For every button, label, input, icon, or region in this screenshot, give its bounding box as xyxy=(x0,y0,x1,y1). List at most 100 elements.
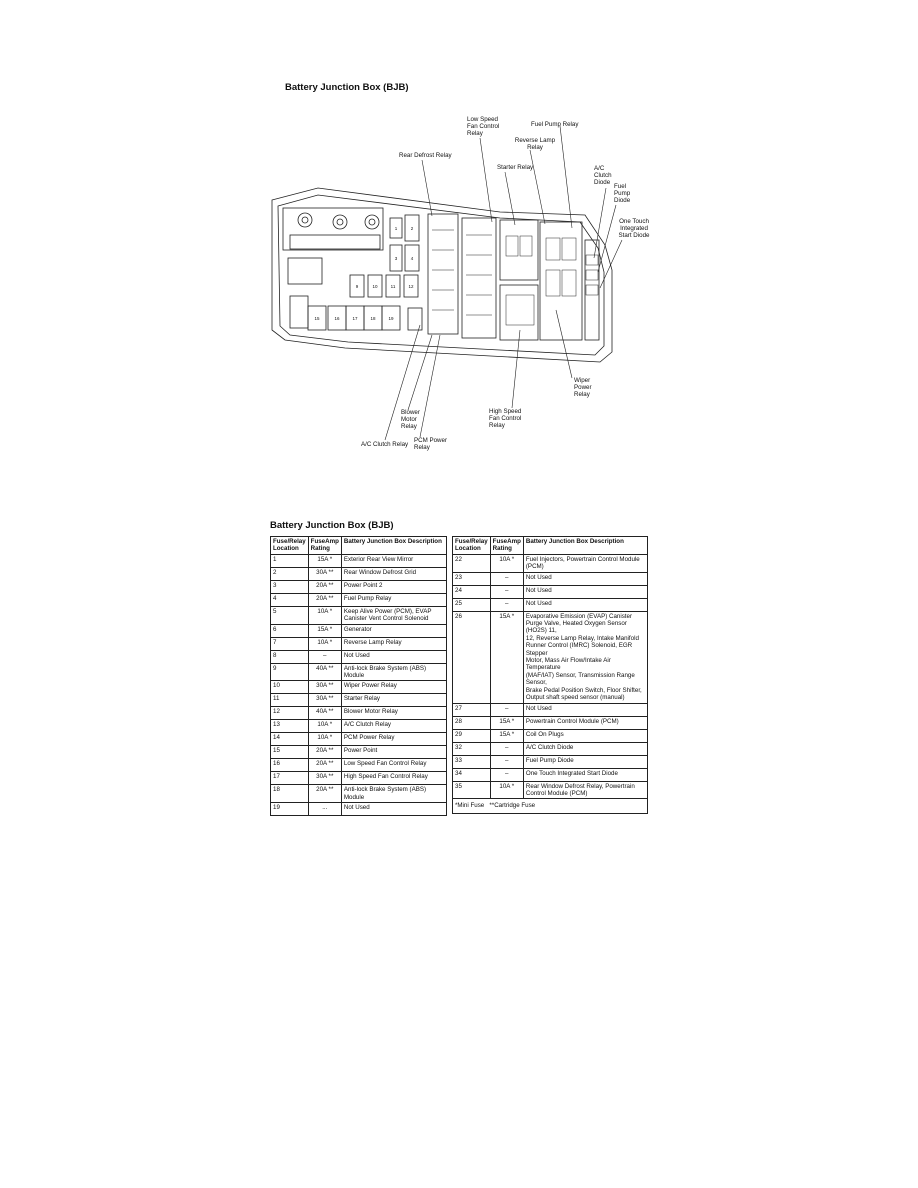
fuse-location-cell: 18 xyxy=(270,784,309,804)
fuse-rating-cell: 15A * xyxy=(489,715,524,730)
table-row: 27–Not Used xyxy=(452,702,649,717)
fuse-description-cell: Rear Window Defrost Relay, Powertrain Co… xyxy=(522,780,649,800)
fuse-location-cell: 5 xyxy=(270,605,309,625)
fuse-rating-cell: 20A ** xyxy=(307,592,342,607)
label-high-speed-fan-relay: High Speed Fan Control Relay xyxy=(489,408,522,430)
fuse-location-cell: 10 xyxy=(270,680,309,695)
fuse-location-cell: 16 xyxy=(270,758,309,773)
fuse-location-cell: 11 xyxy=(270,693,309,708)
table-row: 32–A/C Clutch Diode xyxy=(452,741,649,756)
label-pcm-power-relay: PCM Power Relay xyxy=(414,437,448,452)
fuse-rating-cell: 30A ** xyxy=(307,693,342,708)
svg-text:17: 17 xyxy=(352,316,358,321)
fuse-description-cell: Not Used xyxy=(522,597,649,612)
fuse-description-cell: High Speed Fan Control Relay xyxy=(340,771,448,786)
fuse-location-cell: 17 xyxy=(270,771,309,786)
label-fuel-pump-diode: Fuel Pump Diode xyxy=(614,183,631,205)
fuse-rating-cell: – xyxy=(489,702,524,717)
fuse-rating-cell: – xyxy=(489,584,524,599)
fuse-description-cell: PCM Power Relay xyxy=(340,732,448,747)
fuse-rating-cell: 30A ** xyxy=(307,566,342,581)
fuse-description-cell: Generator xyxy=(340,623,448,638)
fuse-location-cell: 32 xyxy=(452,741,491,756)
svg-text:18: 18 xyxy=(370,316,376,321)
fuse-location-cell: 4 xyxy=(270,592,309,607)
svg-text:9: 9 xyxy=(356,284,359,289)
fuse-description-cell: Not Used xyxy=(522,584,649,599)
fuse-rating-cell: – xyxy=(489,571,524,586)
fuse-rating-cell: 10A * xyxy=(307,605,342,625)
svg-text:16: 16 xyxy=(334,316,340,321)
fuse-cell xyxy=(404,214,420,242)
fuse-location-cell: 28 xyxy=(452,715,491,730)
header-description: Battery Junction Box Description xyxy=(522,536,649,555)
fuse-description-cell: Reverse Lamp Relay xyxy=(340,636,448,651)
fuse-rating-cell: 10A * xyxy=(307,719,342,734)
fuse-table-right: Fuse/Relay Location FuseAmp Rating Batte… xyxy=(452,536,649,814)
label-ac-clutch-diode: A/C Clutch Diode xyxy=(594,165,612,187)
label-one-touch-diode: One Touch Integrated Start Diode xyxy=(618,218,650,240)
fuse-location-cell: 3 xyxy=(270,579,309,594)
fuse-description-cell: Keep Alive Power (PCM), EVAP Canister Ve… xyxy=(340,605,448,625)
table-row: 34–One Touch Integrated Start Diode xyxy=(452,767,649,782)
fuse-location-cell: 7 xyxy=(270,636,309,651)
svg-text:12: 12 xyxy=(408,284,414,289)
label-wiper-power-relay: Wiper Power Relay xyxy=(574,377,592,399)
fuse-location-cell: 1 xyxy=(270,553,309,568)
header-rating: FuseAmp Rating xyxy=(489,536,524,555)
fuse-description-cell: Rear Window Defrost Grid xyxy=(340,566,448,581)
fuse-description-cell: Wiper Power Relay xyxy=(340,680,448,695)
table-row: 19...Not Used xyxy=(270,802,448,817)
fuse-rating-cell: 20A ** xyxy=(307,579,342,594)
fuse-rating-cell: 10A * xyxy=(489,780,524,800)
fuse-rating-cell: 30A ** xyxy=(307,771,342,786)
label-fuel-pump-relay: Fuel Pump Relay xyxy=(531,121,579,128)
fuse-rating-cell: 20A ** xyxy=(307,784,342,804)
table-row: 8–Not Used xyxy=(270,649,448,664)
fuse-rating-cell: 40A ** xyxy=(307,706,342,721)
fuse-number: 2 xyxy=(411,226,414,231)
fuse-description-cell: Low Speed Fan Control Relay xyxy=(340,758,448,773)
fuse-location-cell: 29 xyxy=(452,728,491,743)
fuse-location-cell: 33 xyxy=(452,754,491,769)
svg-text:11: 11 xyxy=(391,284,396,289)
fuse-description-cell: A/C Clutch Relay xyxy=(340,719,448,734)
header-description: Battery Junction Box Description xyxy=(340,536,448,555)
header-location: Fuse/Relay Location xyxy=(270,536,309,555)
fuse-description-cell: Anti-lock Brake System (ABS) Module xyxy=(340,784,448,804)
fuse-location-cell: 19 xyxy=(270,802,309,817)
svg-text:3: 3 xyxy=(395,256,398,261)
fuse-location-cell: 2 xyxy=(270,566,309,581)
table-row: 24–Not Used xyxy=(452,584,649,599)
fuse-location-cell: 24 xyxy=(452,584,491,599)
fuse-description-cell: Not Used xyxy=(522,571,649,586)
fuse-description-cell: Exterior Rear View Mirror xyxy=(340,553,448,568)
label-blower-motor-relay: Blower Motor Relay xyxy=(401,409,420,431)
svg-text:15: 15 xyxy=(314,316,320,321)
fuse-description-cell: Power Point xyxy=(340,745,448,760)
fuse-location-cell: 25 xyxy=(452,597,491,612)
table-row: 23–Not Used xyxy=(452,571,649,586)
fuse-location-cell: 27 xyxy=(452,702,491,717)
fuse-table-left: Fuse/Relay Location FuseAmp Rating Batte… xyxy=(270,536,448,817)
fuse-location-cell: 13 xyxy=(270,719,309,734)
fuse-location-cell: 12 xyxy=(270,706,309,721)
svg-text:10: 10 xyxy=(372,284,378,289)
fuse-location-cell: 35 xyxy=(452,780,491,800)
fuse-description-cell: Power Point 2 xyxy=(340,579,448,594)
